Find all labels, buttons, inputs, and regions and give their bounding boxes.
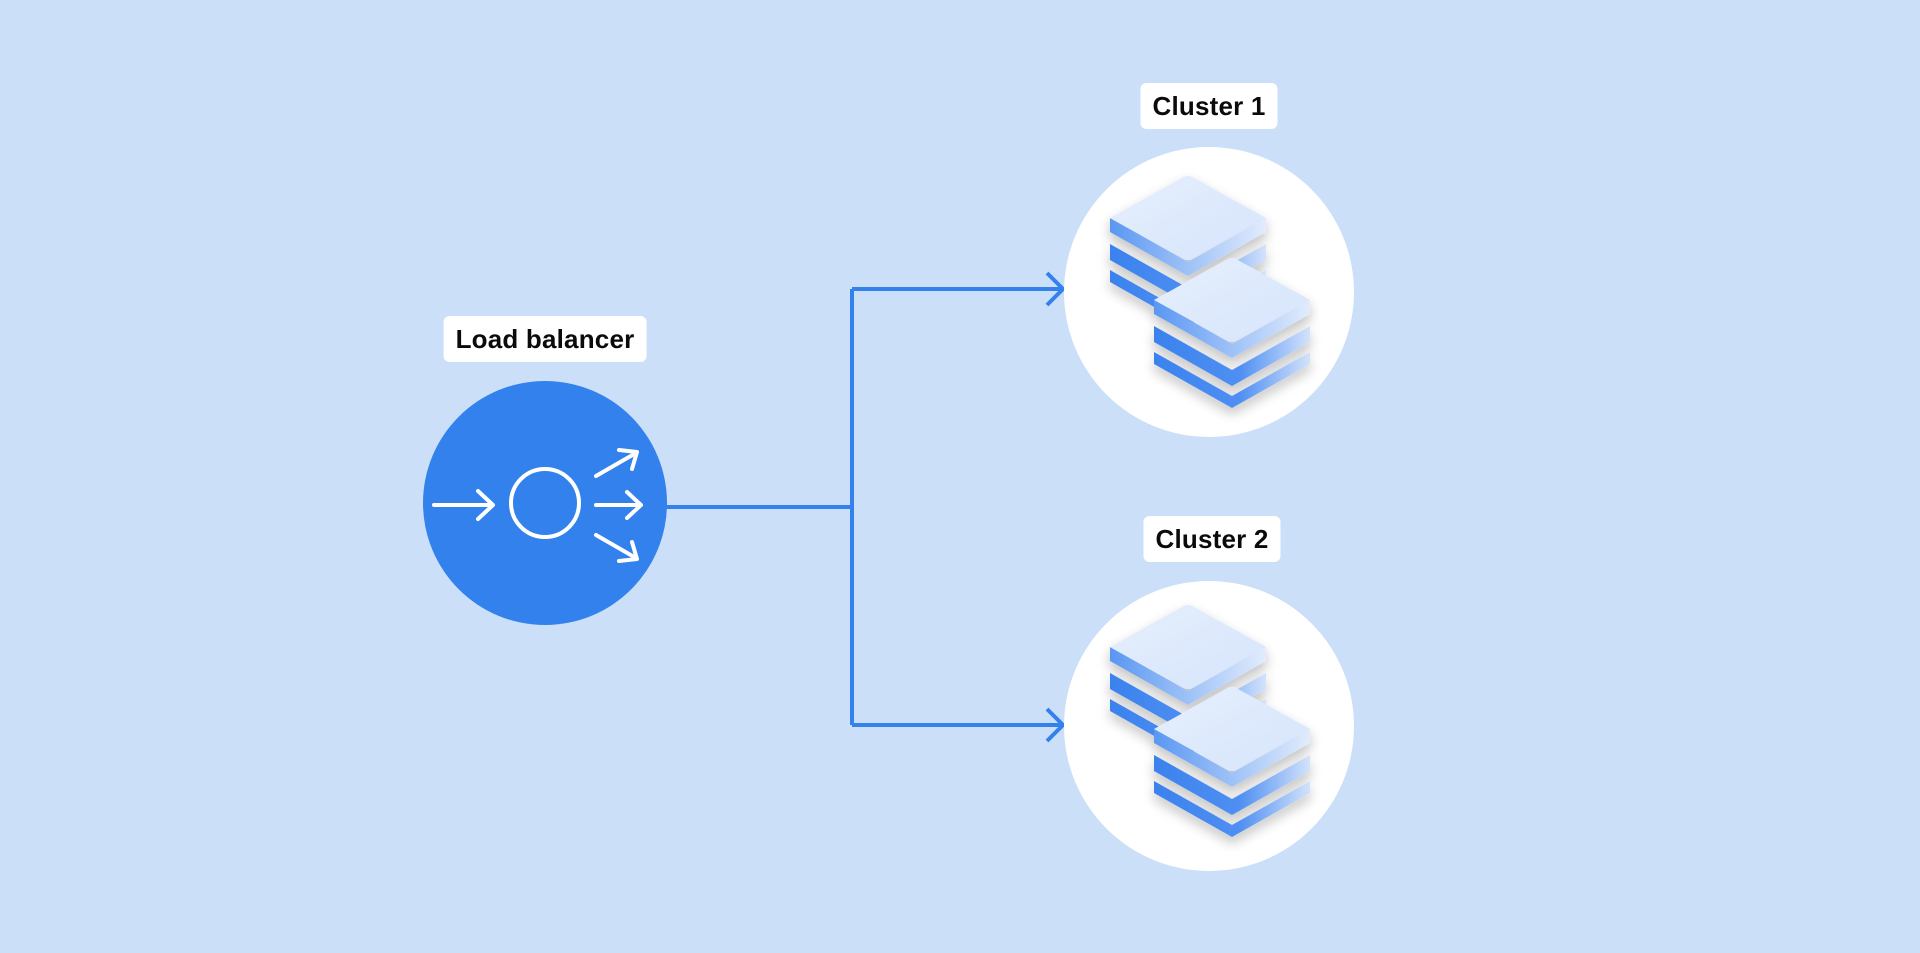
cluster-2-label: Cluster 2	[1143, 516, 1281, 562]
arrowhead-cluster-1-icon	[1045, 271, 1066, 307]
cluster-1-node	[1064, 147, 1354, 437]
load-balancer-node	[423, 381, 667, 625]
cluster-2-node	[1064, 581, 1354, 871]
load-balancer-label: Load balancer	[443, 316, 647, 362]
cluster-1-label: Cluster 1	[1140, 83, 1278, 129]
load-balancer-distribute-icon	[432, 448, 643, 563]
connector-lines	[666, 271, 1066, 743]
load-balancer-circle	[423, 381, 667, 625]
arrowhead-cluster-2-icon	[1045, 707, 1066, 743]
